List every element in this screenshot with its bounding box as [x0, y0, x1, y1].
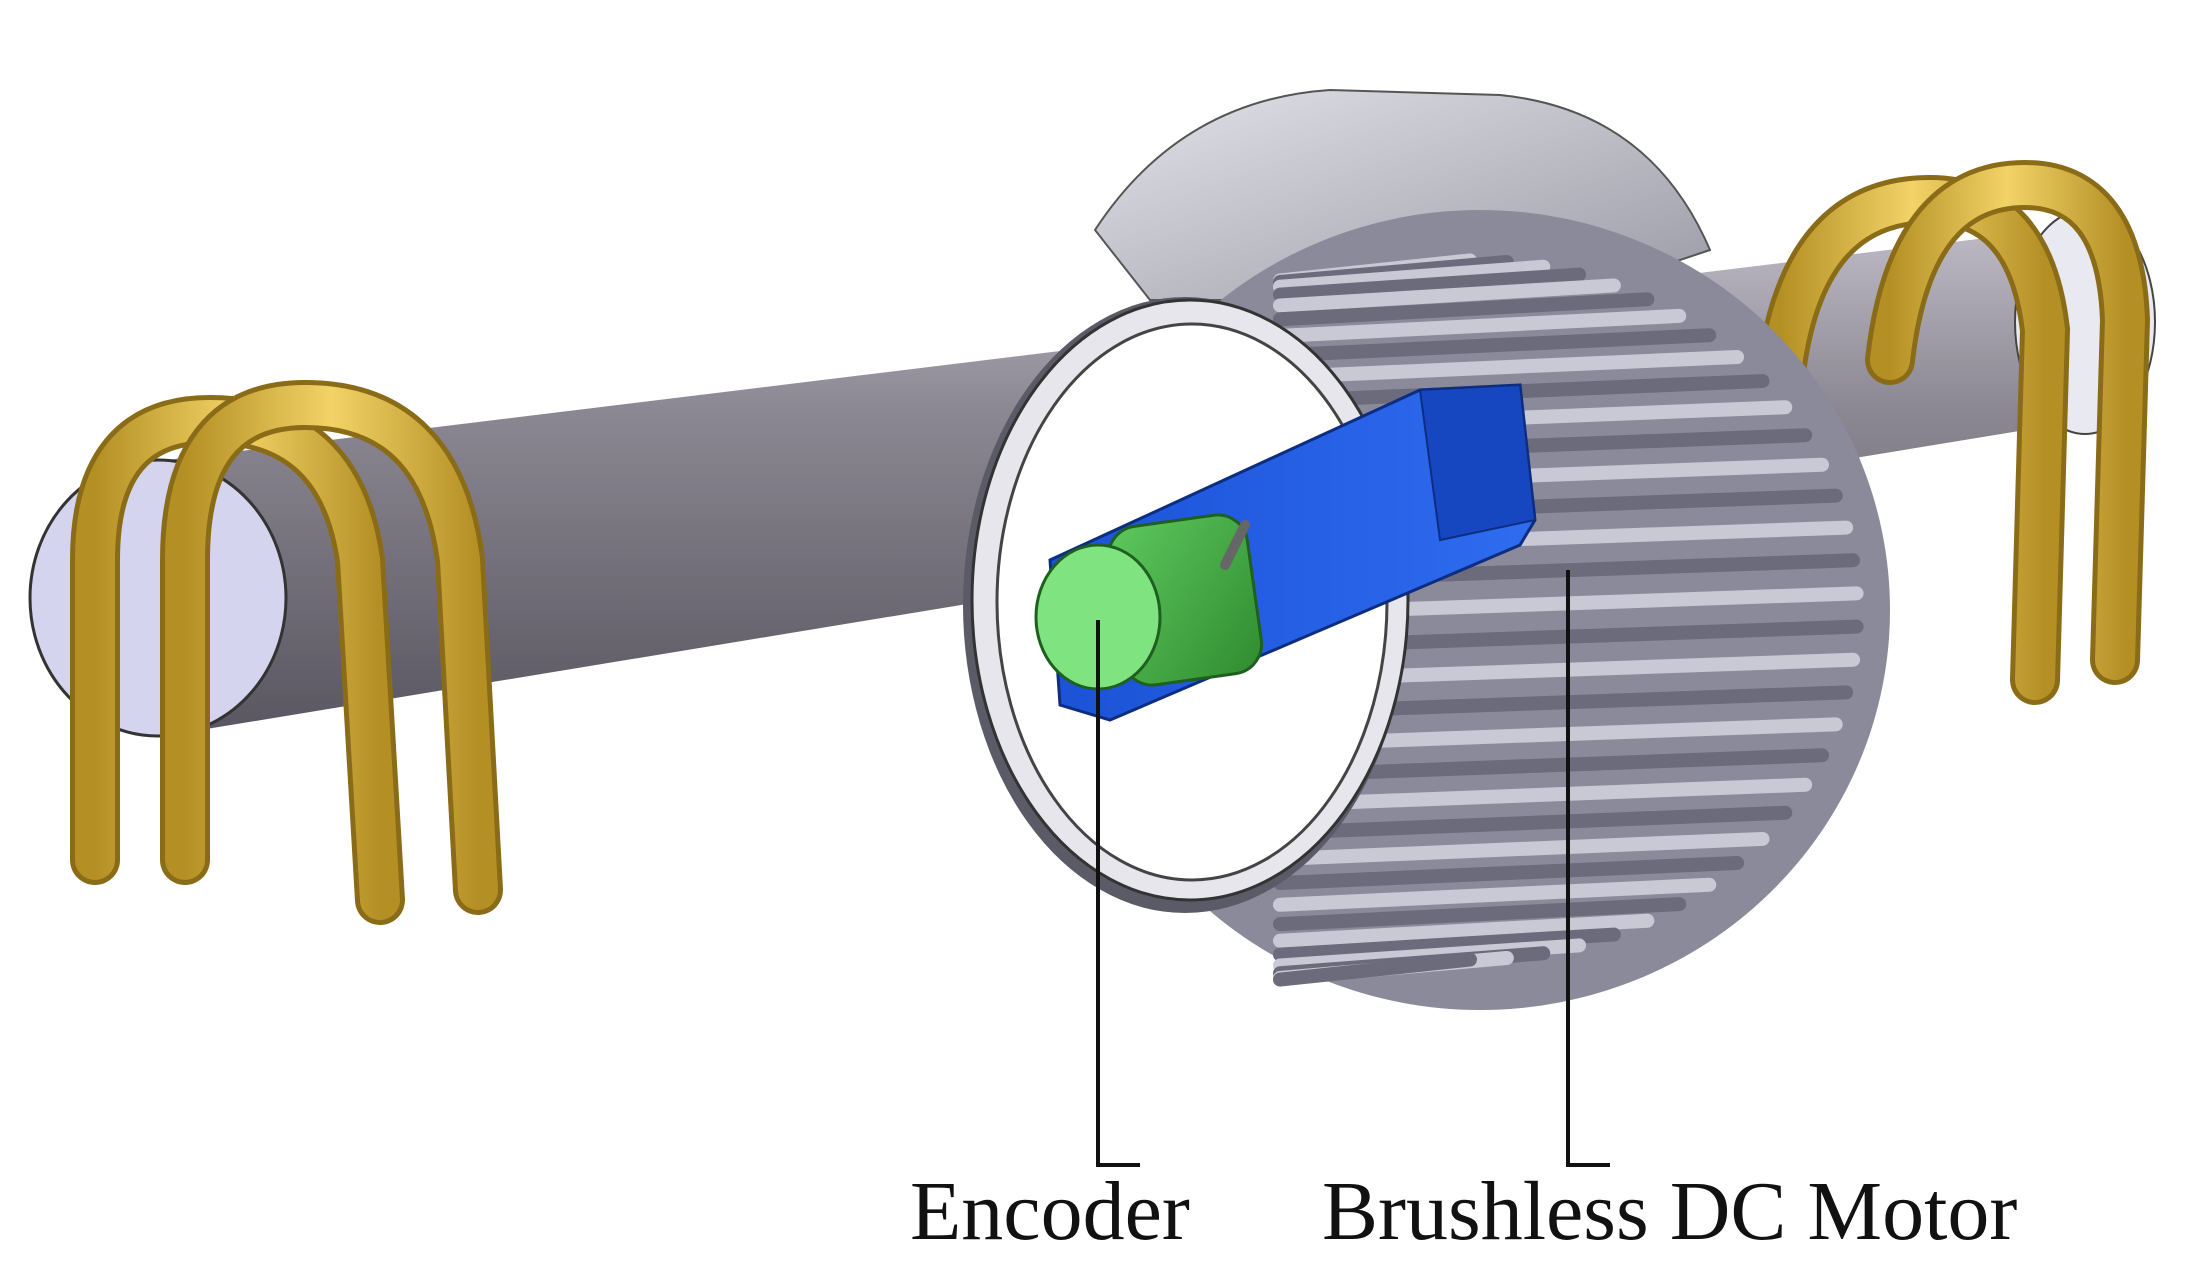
brushless-dc-motor-label: Brushless DC Motor	[1322, 1165, 2018, 1258]
encoder-pin	[1220, 520, 1250, 570]
cooling-fin	[1273, 897, 1687, 932]
cooling-fin	[1273, 831, 1770, 866]
cooling-fin	[1273, 308, 1687, 343]
cooling-fin	[1273, 856, 1745, 891]
cooling-fin	[1273, 328, 1717, 363]
encoder-unit	[1034, 513, 1264, 691]
cooling-fin	[1273, 913, 1655, 948]
motor-leader-line	[1566, 570, 1610, 1167]
cooling-fin	[1273, 292, 1655, 327]
left-u-bolts	[70, 379, 503, 925]
cooling-fin	[1273, 877, 1717, 912]
cooling-fin	[1273, 278, 1621, 313]
cooling-fin	[1273, 805, 1793, 840]
right-u-bolts	[1755, 159, 2151, 705]
cooling-fin	[1273, 777, 1813, 812]
encoder-label: Encoder	[910, 1165, 1190, 1258]
cooling-fin	[1273, 349, 1745, 384]
cooling-fin	[1273, 927, 1621, 962]
cooling-fin	[1273, 267, 1587, 302]
encoder-leader-line	[1096, 620, 1140, 1167]
left-shaft-end-cap	[28, 458, 288, 738]
cooling-fin	[1273, 259, 1551, 294]
cooling-fin	[1273, 952, 1477, 987]
leader-lines	[1096, 570, 1610, 1167]
